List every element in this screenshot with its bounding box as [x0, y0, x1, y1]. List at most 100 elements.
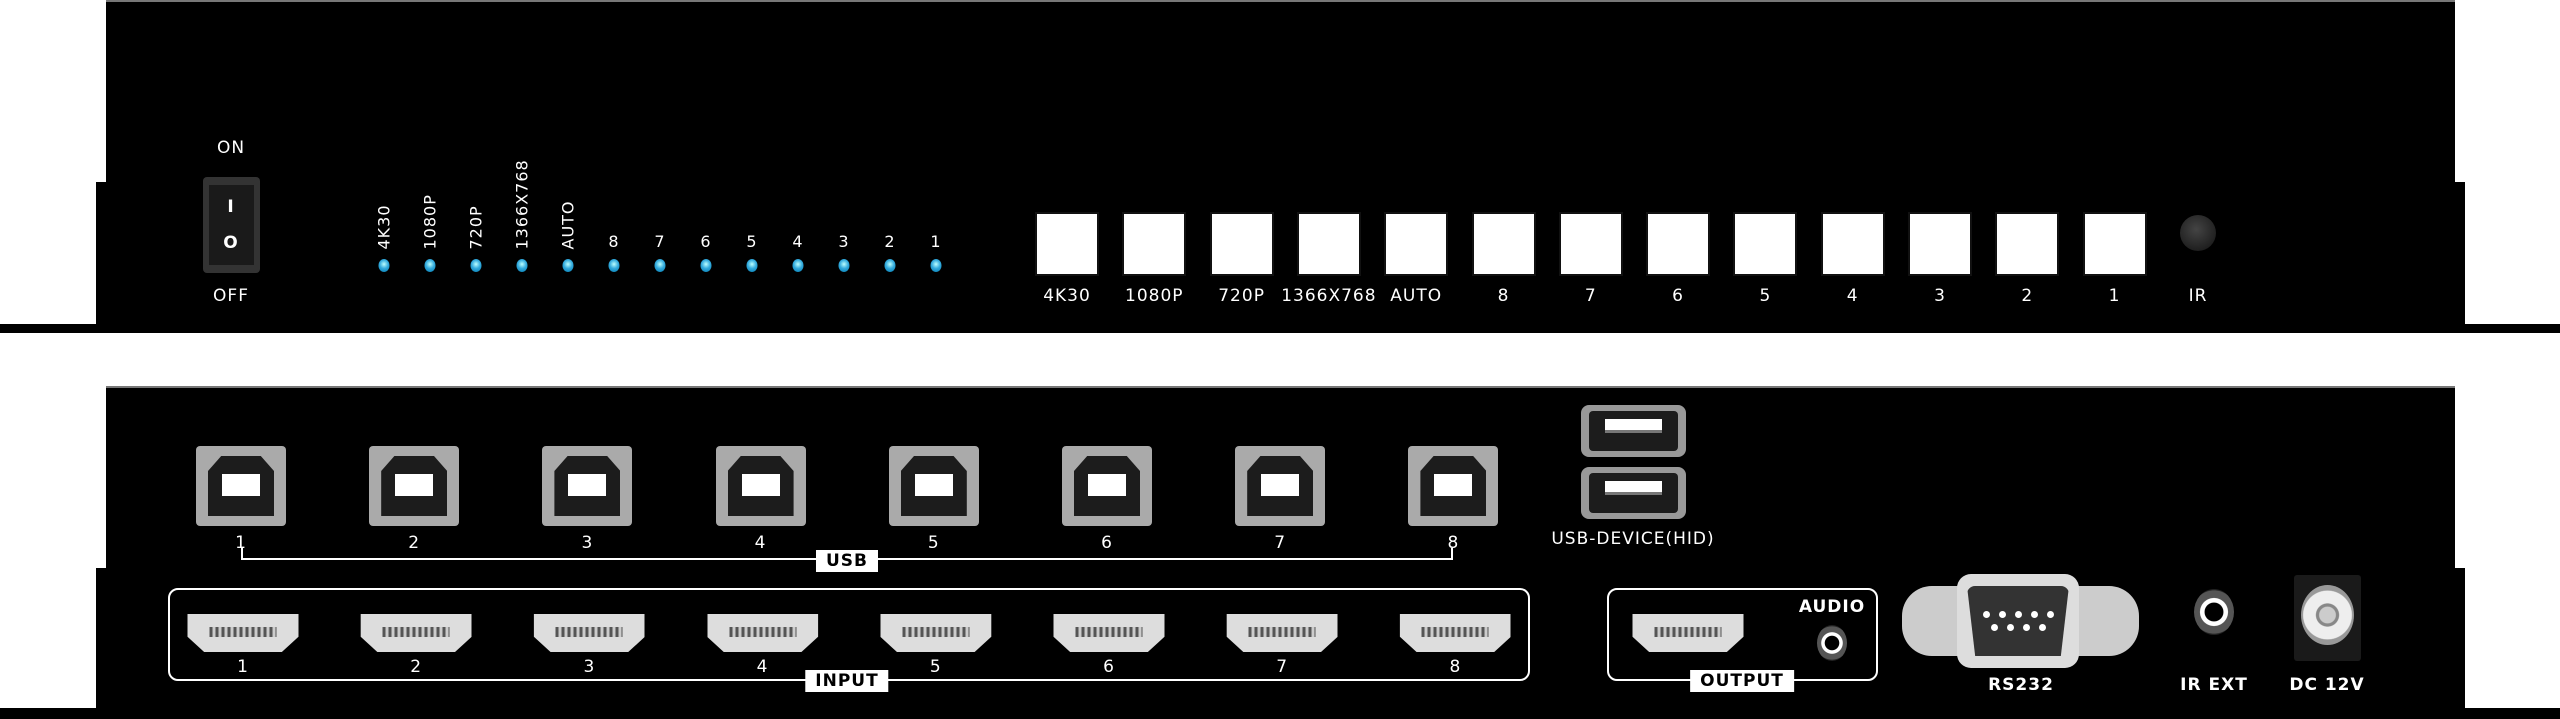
select-button-label: 7 — [1584, 286, 1597, 306]
hdmi-input-port[interactable] — [1226, 614, 1338, 652]
hdmi-input-port[interactable] — [533, 614, 645, 652]
indicator-led — [424, 259, 436, 272]
select-button[interactable] — [1646, 212, 1711, 276]
audio-jack[interactable] — [1817, 625, 1847, 661]
usb-device-port-2[interactable] — [1581, 467, 1686, 519]
ir-ext-label: IR EXT — [2180, 675, 2248, 695]
indicator-led — [608, 259, 620, 272]
audio-label: AUDIO — [1798, 597, 1866, 617]
select-button-label: 2 — [2021, 286, 2034, 306]
indicator-label: 6 — [700, 232, 712, 251]
hdmi-input-port[interactable] — [1399, 614, 1511, 652]
select-button[interactable] — [1296, 212, 1361, 276]
select-button-label: 8 — [1497, 286, 1510, 306]
usb-b-port[interactable] — [888, 446, 979, 526]
select-button[interactable] — [1209, 212, 1274, 276]
power-switch[interactable]: I O — [203, 177, 260, 273]
usb-device-label: USB-DEVICE(HID) — [1551, 529, 1715, 549]
usb-port-label: 4 — [754, 533, 767, 553]
dc-label: DC 12V — [2289, 675, 2365, 695]
select-button[interactable] — [1471, 212, 1536, 276]
select-button-label: 6 — [1672, 286, 1685, 306]
rs232-shell — [1957, 574, 2079, 668]
usb-port-label: 1 — [235, 533, 247, 553]
indicator-led — [700, 259, 712, 272]
indicator-led — [792, 259, 804, 272]
hdmi-input-port[interactable] — [1053, 614, 1165, 652]
select-button[interactable] — [1384, 212, 1449, 276]
power-off-label: OFF — [213, 286, 249, 306]
indicator-label: 2 — [884, 232, 896, 251]
usb-b-port[interactable] — [196, 446, 286, 526]
hdmi-input-label: 6 — [1103, 657, 1115, 677]
hdmi-input-label: 7 — [1276, 657, 1289, 677]
power-on-label: ON — [216, 138, 246, 158]
usb-group-label: USB — [815, 550, 879, 572]
usb-device-port-1[interactable] — [1581, 405, 1686, 457]
usb-b-port[interactable] — [1062, 446, 1152, 526]
select-button[interactable] — [1908, 212, 1972, 276]
select-button[interactable] — [1035, 212, 1099, 276]
select-button[interactable] — [2082, 212, 2147, 276]
indicator-label: 5 — [746, 232, 758, 251]
indicator-led — [654, 259, 666, 272]
select-button-label: 1366X768 — [1281, 286, 1377, 306]
front-panel — [106, 0, 2455, 332]
hdmi-input-label: 5 — [929, 657, 942, 677]
usb-b-port[interactable] — [542, 446, 633, 526]
select-button[interactable] — [1558, 212, 1623, 276]
select-button-label: 4K30 — [1043, 286, 1091, 306]
hdmi-input-port[interactable] — [360, 614, 472, 652]
usb-port-label: 2 — [408, 533, 421, 553]
usb-port-label: 5 — [927, 533, 940, 553]
hdmi-input-label: 1 — [237, 657, 249, 677]
usb-port-label: 6 — [1101, 533, 1113, 553]
rs232-label: RS232 — [1988, 675, 2054, 695]
hdmi-input-label: 4 — [756, 657, 769, 677]
select-button[interactable] — [1995, 212, 2060, 276]
ir-sensor — [2180, 215, 2216, 251]
select-button-label: 5 — [1759, 286, 1772, 306]
usb-port-label: 7 — [1274, 533, 1287, 553]
usb-b-port[interactable] — [715, 446, 806, 526]
dc-power-jack[interactable] — [2294, 575, 2361, 661]
hdmi-input-port[interactable] — [707, 614, 819, 652]
select-button-label: 1080P — [1125, 286, 1184, 306]
power-on-symbol: I — [227, 197, 235, 217]
input-group-label: INPUT — [805, 670, 889, 692]
hdmi-input-label: 2 — [410, 657, 423, 677]
indicator-led — [884, 259, 896, 272]
usb-port-label: 3 — [581, 533, 594, 553]
usb-port-label: 8 — [1447, 533, 1460, 553]
select-button-label: 1 — [2108, 286, 2121, 306]
select-button[interactable] — [1122, 212, 1187, 276]
usb-b-port[interactable] — [1408, 446, 1499, 526]
indicator-led — [516, 259, 528, 272]
output-label: OUTPUT — [1690, 670, 1794, 692]
select-button[interactable] — [1733, 212, 1798, 276]
hdmi-input-port[interactable] — [880, 614, 992, 652]
select-button-label: 4 — [1846, 286, 1859, 306]
hdmi-input-port[interactable] — [187, 614, 299, 652]
select-button-label: AUTO — [1390, 286, 1443, 306]
ir-ext-jack[interactable] — [2194, 589, 2234, 635]
indicator-led — [378, 259, 390, 272]
indicator-label: 4 — [792, 232, 804, 251]
usb-b-port[interactable] — [369, 446, 460, 526]
power-off-symbol: O — [223, 233, 239, 253]
hdmi-output-port[interactable] — [1632, 614, 1744, 652]
usb-b-port[interactable] — [1235, 446, 1326, 526]
select-button-label: 720P — [1218, 286, 1265, 306]
indicator-label: 7 — [654, 232, 666, 251]
indicator-led — [746, 259, 758, 272]
select-button-label: 3 — [1934, 286, 1946, 306]
indicator-led — [470, 259, 482, 272]
ir-label: IR — [2188, 286, 2208, 306]
indicator-led — [930, 259, 942, 272]
indicator-led — [562, 259, 574, 272]
indicator-led — [838, 259, 850, 272]
hdmi-input-label: 8 — [1449, 657, 1462, 677]
select-button[interactable] — [1820, 212, 1885, 276]
indicator-label: 3 — [838, 232, 850, 251]
indicator-label: 8 — [608, 232, 620, 251]
